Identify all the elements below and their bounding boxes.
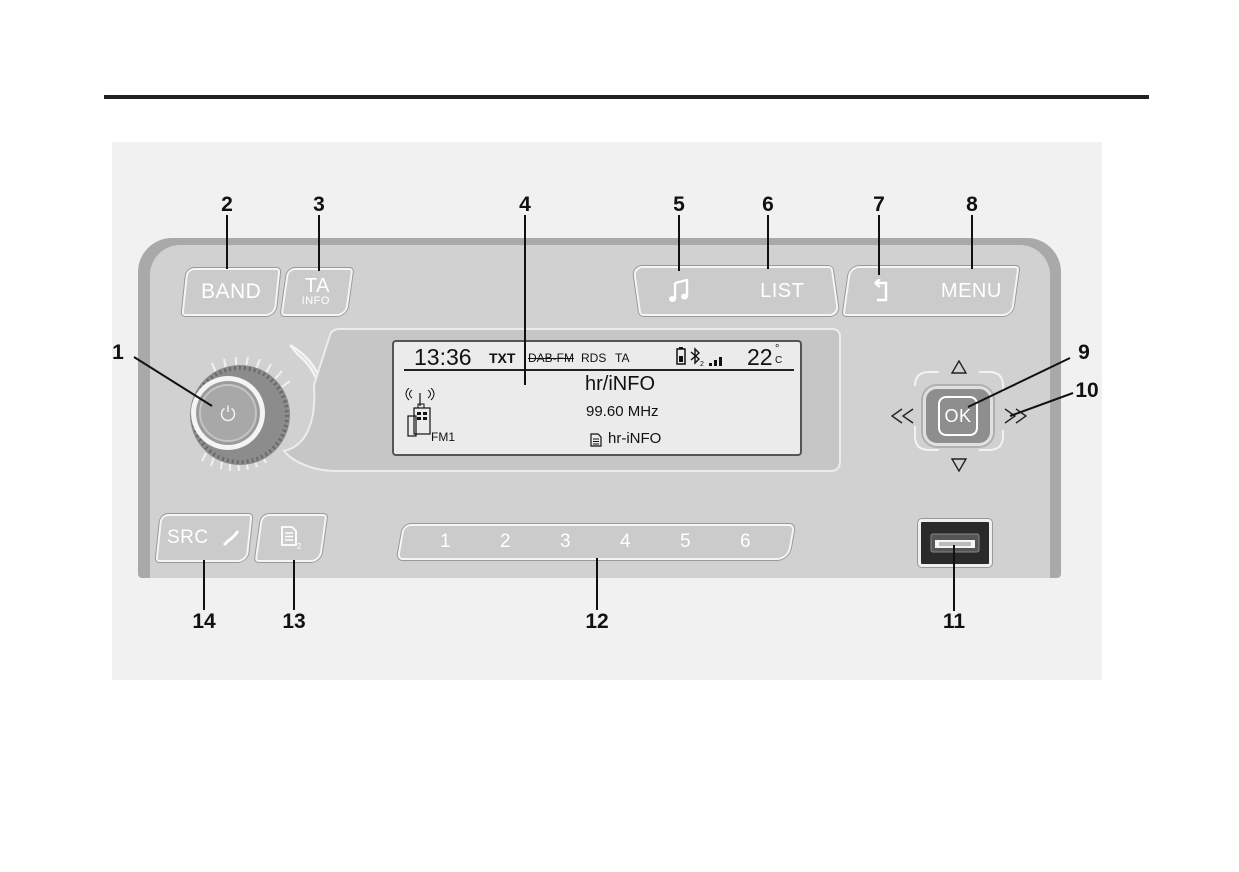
fast-forward-icon[interactable] <box>1003 408 1027 424</box>
leader-line-3 <box>318 215 320 271</box>
battery-icon <box>676 347 686 365</box>
display-ta-indicator: TA <box>615 351 630 365</box>
display-temperature-unit: C <box>775 355 783 366</box>
triangle-up-icon[interactable] <box>951 360 967 374</box>
back-arrow-icon[interactable] <box>872 279 892 303</box>
navigation-pad <box>914 371 1004 451</box>
display-time: 13:36 <box>414 344 472 370</box>
callout-2: 2 <box>221 193 233 216</box>
ok-button[interactable]: OK <box>923 386 993 446</box>
callout-8: 8 <box>966 193 978 216</box>
callout-1: 1 <box>112 341 124 364</box>
usb-port-icon[interactable] <box>929 531 981 555</box>
leader-line-4 <box>524 215 526 385</box>
document-icon-small <box>590 433 602 447</box>
callout-9: 9 <box>1078 341 1090 364</box>
phone-icon <box>221 528 241 548</box>
leader-line-7 <box>878 215 880 275</box>
display-dab-fm-indicator: DAB-FM <box>528 351 574 365</box>
music-note-icon[interactable] <box>668 279 690 303</box>
leader-line-2 <box>226 215 228 269</box>
callout-13: 13 <box>282 610 306 633</box>
callout-12: 12 <box>585 610 609 633</box>
display-divider <box>404 369 794 371</box>
display-frequency: 99.60 MHz <box>586 403 659 420</box>
triangle-down-icon[interactable] <box>951 458 967 472</box>
leader-line-6 <box>767 215 769 269</box>
display-temperature: 22 <box>747 344 773 370</box>
display-band-label: FM1 <box>431 430 455 444</box>
leader-line-13 <box>293 560 295 610</box>
display-rds-indicator: RDS <box>581 351 607 365</box>
leader-line-12 <box>596 558 598 610</box>
display-station-name: hr/iNFO <box>585 373 655 395</box>
display-txt-indicator: TXT <box>489 350 516 366</box>
callout-6: 6 <box>762 193 774 216</box>
back-menu-button[interactable]: MENU <box>842 266 1020 316</box>
lcd-display <box>392 340 802 456</box>
callout-5: 5 <box>673 193 685 216</box>
display-radio-text: hr-iNFO <box>608 430 662 447</box>
ok-label: OK <box>944 405 972 426</box>
leader-line-11 <box>953 545 955 611</box>
volume-knob-assembly <box>190 344 327 472</box>
callout-11: 11 <box>942 610 966 633</box>
svg-text:2: 2 <box>297 542 302 550</box>
text-info-button[interactable]: 2 <box>254 514 328 562</box>
leader-line-14 <box>203 560 205 610</box>
leader-line-5 <box>678 215 680 271</box>
callout-14: 14 <box>192 610 216 633</box>
power-icon[interactable] <box>219 404 237 422</box>
document-icon: 2 <box>280 526 302 550</box>
rewind-icon[interactable] <box>891 408 915 424</box>
callout-7: 7 <box>873 193 885 216</box>
leader-line-8 <box>971 215 973 269</box>
callout-10: 10 <box>1075 379 1099 402</box>
svg-text:2: 2 <box>700 361 704 367</box>
callout-3: 3 <box>313 193 325 216</box>
media-list-button[interactable]: LIST <box>632 266 840 316</box>
signal-icon <box>709 357 722 366</box>
bluetooth-icon: 2 <box>690 347 704 367</box>
ok-button-inner: OK <box>938 396 978 436</box>
radio-tower-icon <box>405 388 435 437</box>
callout-4: 4 <box>519 193 531 216</box>
top-rule <box>104 95 1149 99</box>
display-temperature-degree: ° <box>775 343 780 355</box>
src-phone-button[interactable]: SRC <box>155 514 253 562</box>
